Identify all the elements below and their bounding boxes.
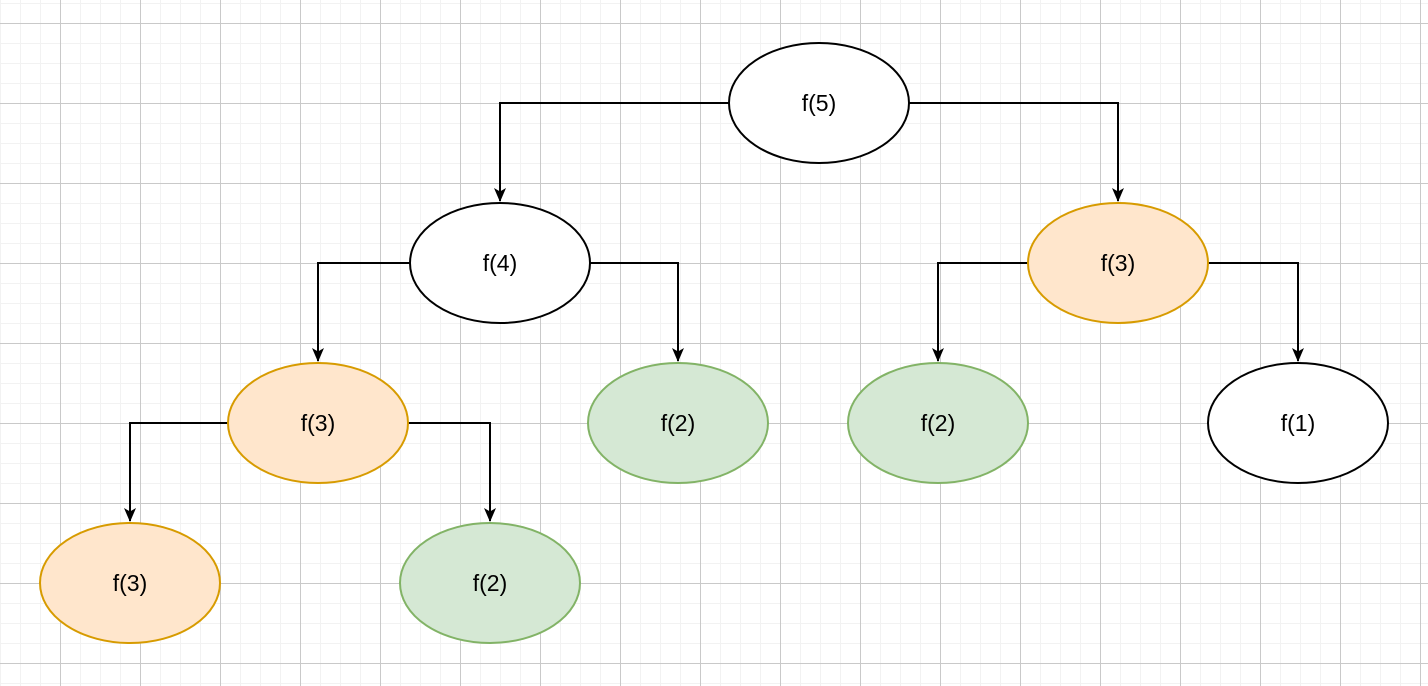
nodes-layer: f(5) f(4) f(3) f(3) f(2) f(2) f(1) f(3) f(2) bbox=[39, 42, 1389, 644]
node-label-f4: f(4) bbox=[483, 250, 518, 276]
node-f3-mid[interactable]: f(3) bbox=[227, 362, 409, 484]
node-f3-right[interactable]: f(3) bbox=[1027, 202, 1209, 324]
node-label-f5-root: f(5) bbox=[802, 90, 837, 116]
node-f3-bottom[interactable]: f(3) bbox=[39, 522, 221, 644]
node-label-f1: f(1) bbox=[1281, 410, 1316, 436]
ellipse-shape-f2-right[interactable] bbox=[847, 362, 1029, 484]
edge-f3-mid-to-f3-bottom[interactable] bbox=[124, 422, 228, 522]
node-f5-root[interactable]: f(5) bbox=[728, 42, 910, 164]
edge-f4-to-f2-left[interactable] bbox=[590, 262, 684, 362]
node-f2-left[interactable]: f(2) bbox=[587, 362, 769, 484]
ellipse-shape-f3-right[interactable] bbox=[1027, 202, 1209, 324]
node-label-f2-bottom: f(2) bbox=[473, 570, 508, 596]
ellipse-shape-f2-left[interactable] bbox=[587, 362, 769, 484]
edge-f3-mid-to-f2-bottom[interactable] bbox=[408, 422, 496, 522]
edge-f3-right-to-f2-right[interactable] bbox=[932, 262, 1028, 362]
ellipse-shape-f5-root[interactable] bbox=[728, 42, 910, 164]
node-f2-right[interactable]: f(2) bbox=[847, 362, 1029, 484]
edge-f5-root-to-f3-right[interactable] bbox=[909, 102, 1124, 202]
ellipse-shape-f4[interactable] bbox=[409, 202, 591, 324]
edges-layer bbox=[124, 102, 1304, 522]
node-f2-bottom[interactable]: f(2) bbox=[399, 522, 581, 644]
ellipse-shape-f3-mid[interactable] bbox=[227, 362, 409, 484]
node-label-f2-right: f(2) bbox=[921, 410, 956, 436]
edge-f5-root-to-f4[interactable] bbox=[494, 102, 729, 202]
node-label-f3-right: f(3) bbox=[1101, 250, 1136, 276]
node-label-f3-bottom: f(3) bbox=[113, 570, 148, 596]
ellipse-shape-f2-bottom[interactable] bbox=[399, 522, 581, 644]
node-f4[interactable]: f(4) bbox=[409, 202, 591, 324]
ellipse-shape-f3-bottom[interactable] bbox=[39, 522, 221, 644]
node-label-f2-left: f(2) bbox=[661, 410, 696, 436]
edge-f3-right-to-f1[interactable] bbox=[1208, 262, 1304, 362]
node-f1[interactable]: f(1) bbox=[1207, 362, 1389, 484]
node-label-f3-mid: f(3) bbox=[301, 410, 336, 436]
ellipse-shape-f1[interactable] bbox=[1207, 362, 1389, 484]
edge-f4-to-f3-mid[interactable] bbox=[312, 262, 410, 362]
